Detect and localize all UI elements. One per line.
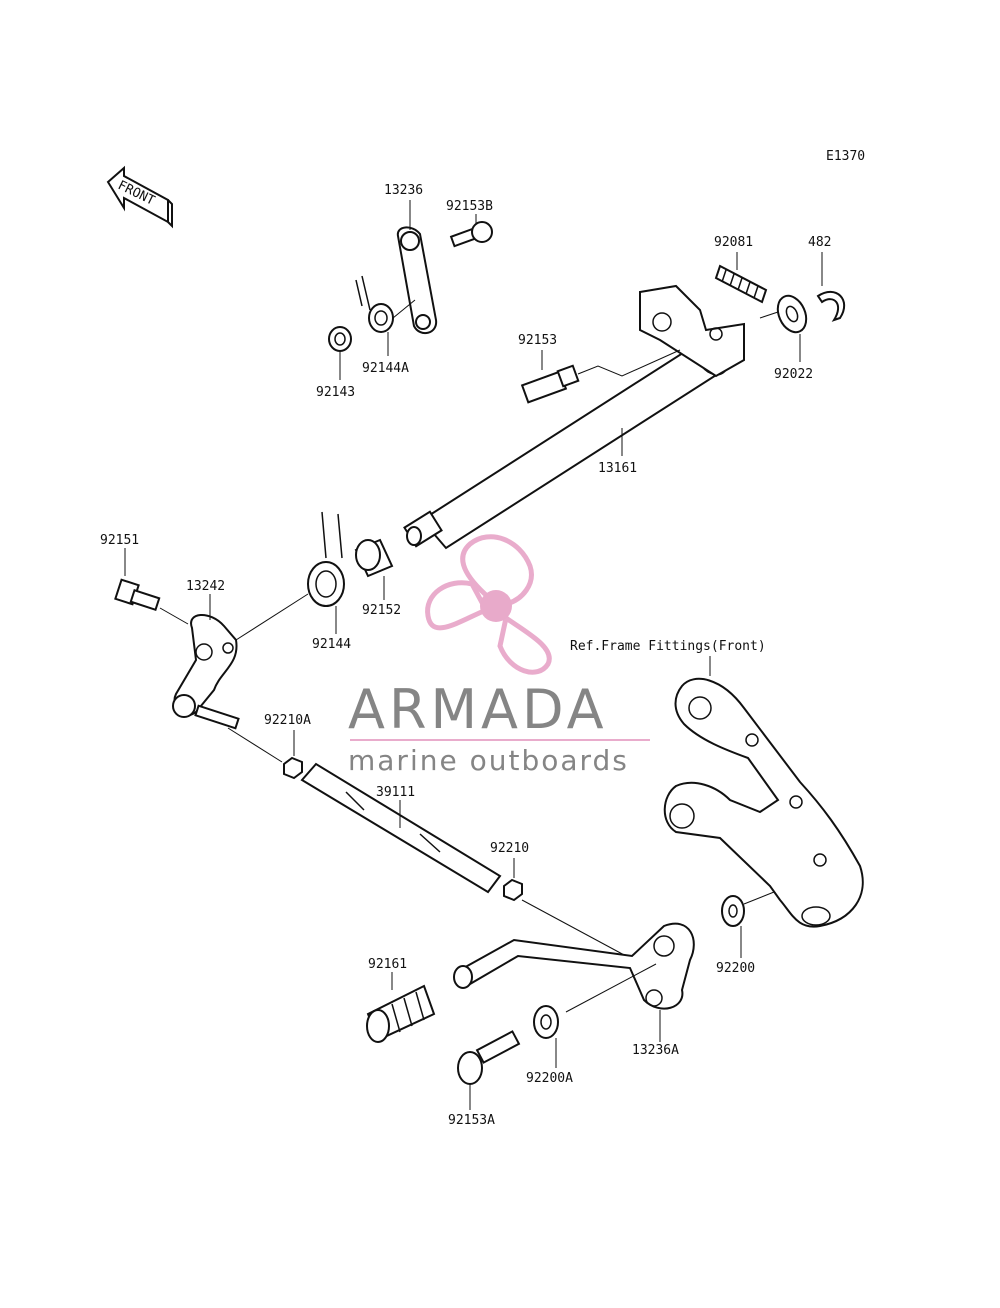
part-92152[interactable] <box>354 538 394 578</box>
label-92200[interactable]: 92200 <box>716 961 755 976</box>
label-92210A[interactable]: 92210A <box>264 713 311 728</box>
part-39111[interactable] <box>300 762 502 894</box>
front-arrow-icon: FRONT <box>106 165 173 229</box>
part-92161[interactable] <box>366 984 436 1043</box>
propeller-blade <box>497 613 552 675</box>
label-13161[interactable]: 13161 <box>598 461 637 476</box>
part-92081[interactable] <box>714 264 768 304</box>
diagram-code: E1370 <box>826 149 865 164</box>
part-13236[interactable] <box>396 226 438 335</box>
part-92144[interactable] <box>307 511 345 607</box>
part-92144A[interactable] <box>355 275 394 333</box>
part-13161[interactable] <box>403 284 745 550</box>
watermark-tagline: marine outboards <box>348 744 629 777</box>
part-92151[interactable] <box>114 578 161 611</box>
label-92081[interactable]: 92081 <box>714 235 753 250</box>
label-92144A[interactable]: 92144A <box>362 361 409 376</box>
part-92143[interactable] <box>328 326 352 352</box>
watermark: ARMADA marine outboards <box>348 534 650 777</box>
label-92161[interactable]: 92161 <box>368 957 407 972</box>
label-92022[interactable]: 92022 <box>774 367 813 382</box>
propeller-hub <box>480 590 512 622</box>
label-92153B[interactable]: 92153B <box>446 199 493 214</box>
label-92152[interactable]: 92152 <box>362 603 401 618</box>
propeller-blade <box>425 580 490 631</box>
propeller-blade <box>460 534 534 607</box>
label-13242[interactable]: 13242 <box>186 579 225 594</box>
watermark-brand: ARMADA <box>348 678 608 741</box>
part-92153[interactable] <box>520 364 580 404</box>
part-13242[interactable] <box>172 614 240 730</box>
part-482[interactable] <box>816 290 846 322</box>
label-92153[interactable]: 92153 <box>518 333 557 348</box>
label-92153A[interactable]: 92153A <box>448 1113 495 1128</box>
part-13236A[interactable] <box>453 922 695 1010</box>
label-92151[interactable]: 92151 <box>100 533 139 548</box>
part-92153B[interactable] <box>449 221 493 248</box>
label-92200A[interactable]: 92200A <box>526 1071 573 1086</box>
label-39111[interactable]: 39111 <box>376 785 415 800</box>
label-13236A[interactable]: 13236A <box>632 1043 679 1058</box>
label-92210[interactable]: 92210 <box>490 841 529 856</box>
label-13236[interactable]: 13236 <box>384 183 423 198</box>
part-92200[interactable] <box>721 895 745 927</box>
part-92200A[interactable] <box>533 1005 559 1039</box>
ref-note: Ref.Frame Fittings(Front) <box>570 639 766 654</box>
part-92153A[interactable] <box>457 1030 521 1085</box>
label-482[interactable]: 482 <box>808 235 831 250</box>
part-92022[interactable] <box>772 291 811 336</box>
frame-fitting <box>663 677 864 928</box>
part-92210[interactable] <box>503 878 523 902</box>
part-92210A[interactable] <box>283 756 303 780</box>
label-92144[interactable]: 92144 <box>312 637 351 652</box>
propeller-logo-icon <box>425 534 552 675</box>
label-92143[interactable]: 92143 <box>316 385 355 400</box>
